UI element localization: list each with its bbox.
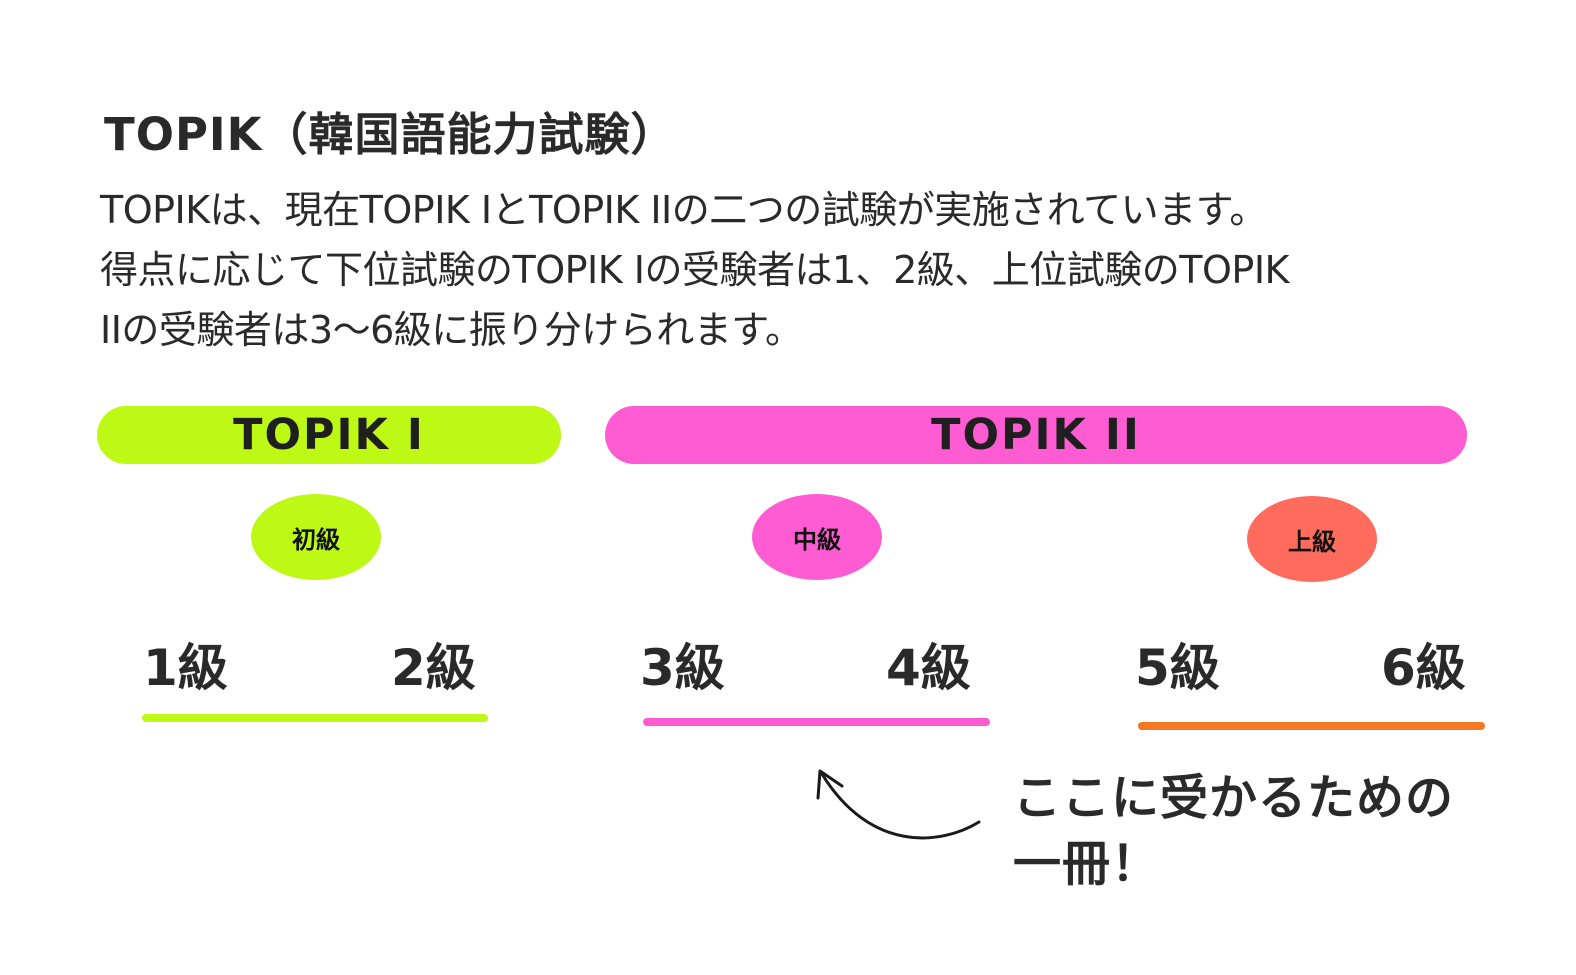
grade-4-label: 4級 [886, 639, 971, 697]
grade-5-label: 5級 [1135, 639, 1220, 697]
grade-6-label: 6級 [1381, 639, 1466, 697]
level-intermediate-badge: 中級 [752, 494, 882, 580]
level-advanced-badge: 上級 [1247, 496, 1377, 582]
level-advanced-label: 上級 [1288, 527, 1336, 556]
callout-line: ここに受かるための [1013, 770, 1455, 826]
level-beginner-badge: 初級 [251, 494, 381, 580]
level-beginner-label: 初級 [292, 525, 340, 554]
topik-2-label: TOPIK II [931, 410, 1141, 460]
callout-text: ここに受かるための 一冊！ [1013, 765, 1454, 897]
grade-3-label: 3級 [640, 639, 725, 697]
description-line: TOPIKは、現在TOPIK IとTOPIK IIの二つの試験が実施されています… [100, 188, 1267, 232]
topik-1-underline [142, 714, 488, 722]
intermediate-underline [643, 718, 990, 726]
description-line: 得点に応じて下位試験のTOPIK Iの受験者は1、2級、上位試験のTOPIK [100, 248, 1289, 292]
description-line: IIの受験者は3〜6級に振り分けられます。 [100, 308, 803, 352]
description: TOPIKは、現在TOPIK IとTOPIK IIの二つの試験が実施されています… [100, 180, 1500, 360]
page-title: TOPIK（韓国語能力試験） [104, 108, 677, 161]
curved-arrow-icon [816, 769, 981, 840]
topik-2-band: TOPIK II [605, 406, 1467, 464]
advanced-underline [1138, 722, 1485, 730]
grade-2-label: 2級 [391, 639, 476, 697]
level-intermediate-label: 中級 [793, 525, 841, 554]
topik-1-label: TOPIK I [233, 410, 425, 460]
grade-1-label: 1級 [143, 639, 228, 697]
callout-line: 一冊！ [1013, 836, 1161, 892]
topik-1-band: TOPIK I [97, 406, 561, 464]
